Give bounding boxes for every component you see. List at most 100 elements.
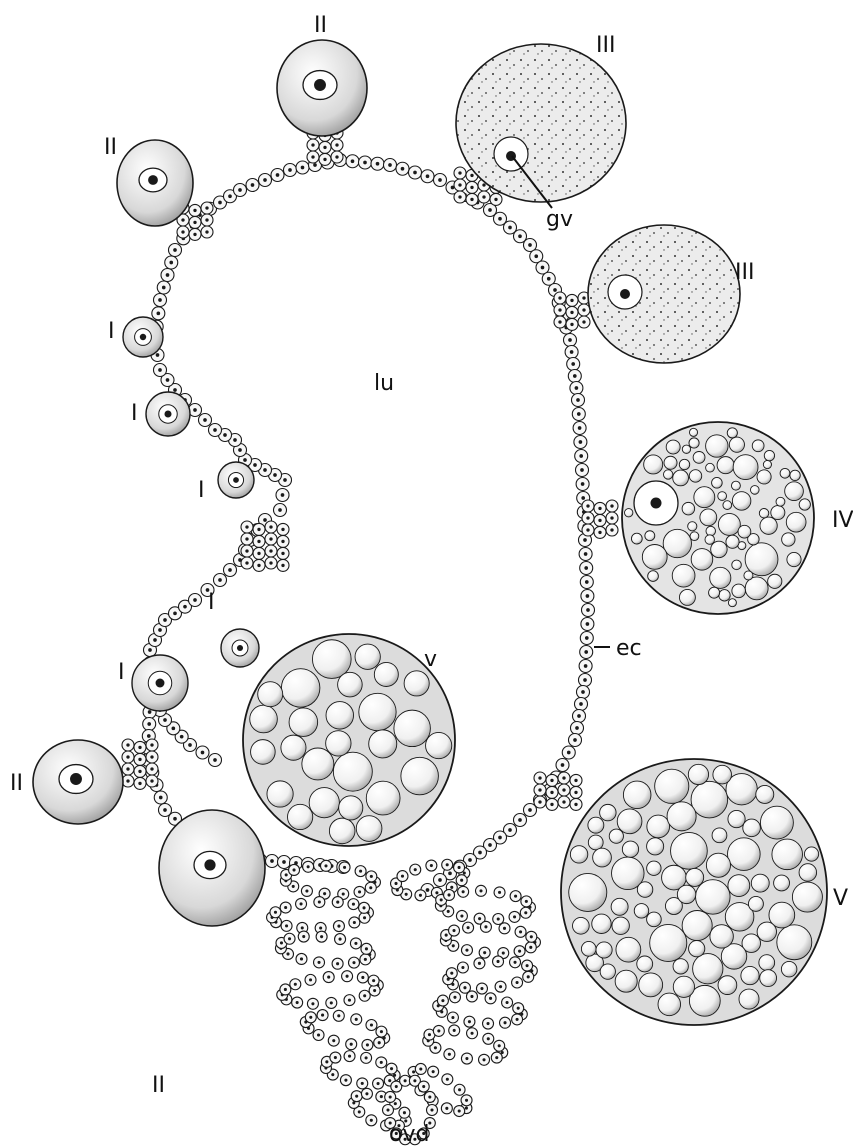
- cell-nucleus: [148, 648, 152, 652]
- yolk-platelet: [634, 904, 648, 918]
- yolk-platelet: [732, 492, 751, 511]
- cell-nucleus: [293, 868, 296, 871]
- cell-nucleus: [519, 930, 522, 933]
- yolk-platelet: [647, 912, 662, 927]
- cell-nucleus: [369, 886, 372, 889]
- cell-nucleus: [467, 926, 470, 929]
- cell-nucleus: [238, 448, 242, 452]
- yolk-platelet: [600, 804, 616, 820]
- yolk-platelet: [804, 847, 818, 861]
- cell-nucleus: [335, 143, 338, 146]
- cell-nucleus: [378, 1041, 381, 1044]
- cell-nucleus: [430, 864, 433, 867]
- cell-nucleus: [325, 1060, 328, 1063]
- cell-nucleus: [450, 972, 453, 975]
- cell-nucleus: [395, 1085, 398, 1088]
- yolk-platelet: [624, 509, 632, 517]
- cell-nucleus: [193, 598, 197, 602]
- cell-nucleus: [570, 299, 573, 302]
- cell-nucleus: [497, 917, 500, 920]
- oocyte-stage-I-4: [221, 629, 259, 667]
- cell-nucleus: [284, 906, 287, 909]
- yolk-platelet: [573, 917, 590, 934]
- yolk-platelet: [733, 455, 758, 480]
- yolk-platelet: [712, 828, 727, 843]
- cell-nucleus: [458, 1109, 461, 1112]
- cell-nucleus: [516, 981, 519, 984]
- label-stage-I-4: I: [208, 590, 215, 615]
- cell-nucleus: [488, 843, 492, 847]
- yolk-platelet: [759, 509, 769, 519]
- cell-nucleus: [218, 201, 222, 205]
- cell-nucleus: [541, 266, 545, 270]
- yolk-platelet: [679, 589, 695, 605]
- cell-nucleus: [550, 803, 553, 806]
- cell-nucleus: [363, 906, 366, 909]
- cell-nucleus: [363, 916, 366, 919]
- cell-nucleus: [579, 702, 583, 706]
- cell-nucleus: [351, 159, 355, 163]
- yolk-platelet: [706, 853, 730, 877]
- cell-nucleus: [336, 962, 339, 965]
- yolk-platelet: [782, 533, 795, 546]
- cell-nucleus: [460, 879, 463, 882]
- cell-nucleus: [370, 875, 373, 878]
- cell-nucleus: [527, 975, 530, 978]
- yolk-platelet: [752, 440, 764, 452]
- cell-nucleus: [581, 690, 585, 694]
- cell-nucleus: [348, 999, 351, 1002]
- yolk-platelet: [723, 501, 732, 510]
- cell-nucleus: [138, 758, 141, 761]
- cell-nucleus: [582, 320, 585, 323]
- cell-nucleus: [570, 350, 574, 354]
- cell-nucleus: [412, 1070, 415, 1073]
- yolk-platelet: [790, 470, 800, 480]
- cell-nucleus: [166, 378, 170, 382]
- cell-nucleus: [488, 208, 492, 212]
- cell-nucleus: [422, 1085, 425, 1088]
- cell-nucleus: [446, 1078, 449, 1081]
- cell-nucleus: [344, 1079, 347, 1082]
- yolk-platelet: [759, 955, 775, 971]
- cell-nucleus: [586, 528, 589, 531]
- yolk-platelet: [570, 846, 587, 863]
- yolk-platelet: [689, 941, 705, 957]
- cell-nucleus: [432, 1070, 435, 1073]
- cell-nucleus: [228, 194, 232, 198]
- yolk-platelet: [728, 810, 745, 827]
- cell-nucleus: [377, 1082, 380, 1085]
- cell-nucleus: [448, 893, 451, 896]
- cell-nucleus: [126, 779, 129, 782]
- yolk-platelet: [581, 941, 596, 956]
- cell-nucleus: [435, 891, 438, 894]
- cell-nucleus: [574, 779, 577, 782]
- cell-nucleus: [513, 915, 516, 918]
- cell-nucleus: [441, 999, 444, 1002]
- yolk-platelet: [338, 672, 363, 697]
- cell-nucleus: [562, 800, 565, 803]
- cell-nucleus: [445, 934, 448, 937]
- cell-nucleus: [529, 946, 532, 949]
- yolk-platelet: [757, 922, 776, 941]
- cell-nucleus: [518, 950, 521, 953]
- yolk-platelet: [611, 898, 628, 915]
- yolk-platelet: [281, 669, 319, 707]
- cell-nucleus: [434, 1046, 437, 1049]
- cell-nucleus: [352, 903, 355, 906]
- cell-nucleus: [502, 952, 505, 955]
- cell-nucleus: [311, 155, 314, 158]
- yolk-platelet: [727, 428, 737, 438]
- cell-nucleus: [157, 312, 161, 316]
- cell-nucleus: [530, 935, 533, 938]
- cell-nucleus: [153, 638, 157, 642]
- yolk-platelet: [768, 574, 782, 588]
- cell-nucleus: [586, 622, 590, 626]
- yolk-platelet: [693, 954, 723, 984]
- cell-nucleus: [487, 1037, 490, 1040]
- cell-nucleus: [257, 564, 260, 567]
- cell-nucleus: [518, 234, 522, 238]
- oocyte-stage-II-upper-left: [117, 140, 193, 226]
- cell-nucleus: [280, 941, 283, 944]
- cell-nucleus: [498, 217, 502, 221]
